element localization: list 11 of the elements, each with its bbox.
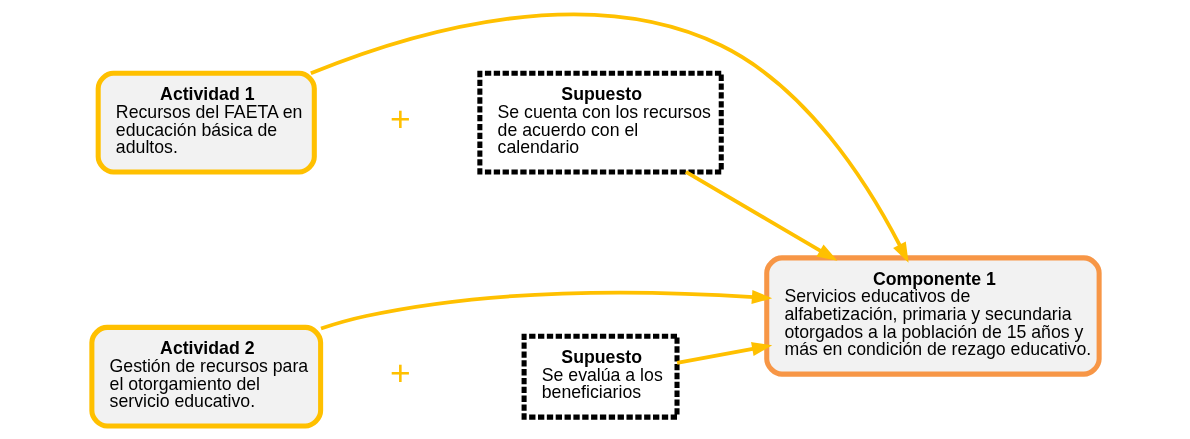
arrow [676,341,772,365]
arrow [319,289,772,330]
arrow [684,169,837,261]
node-box: Supuesto Se cuenta con los recursos de acuerdo con el calendario [476,70,724,174]
label: + [389,98,411,138]
label: + [389,352,411,392]
node-box: Actividad 2 Gestión de recursos para el otorgamiento del servicio educativo. [88,324,323,428]
node-box: Supuesto Se evalúa a los beneficiarios [521,333,680,420]
arrow [309,12,909,263]
node-box: Actividad 1 Recursos del FAETA en educación básica de adultos. [95,70,317,174]
node-box: Componente 1 Servicios educativos de alfabetización, primaria y secundaria otorgados a la población de 15 años y más en condición de rezago educativo. [763,254,1102,377]
